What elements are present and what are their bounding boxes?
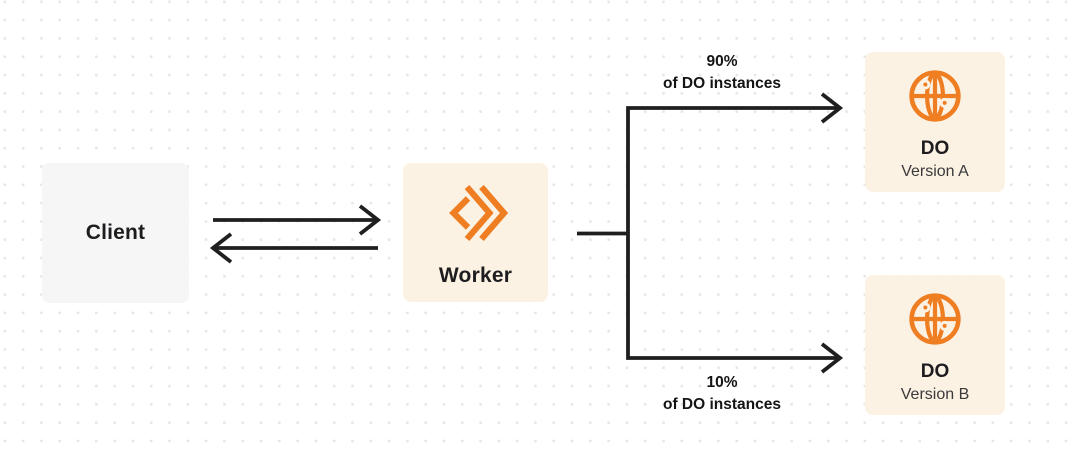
do-b-title: DO — [920, 360, 950, 382]
worker-node: Worker — [403, 163, 548, 302]
globe-icon — [909, 292, 961, 345]
do-b-subtitle: Version B — [900, 385, 970, 403]
split-10-percent-caption: of DO instances — [663, 396, 781, 413]
split-10-percent-value: 10% — [706, 374, 738, 391]
do-version-b-node: DO Version B — [865, 275, 1005, 415]
split-label-10-percent: 10% of DO instances — [602, 372, 842, 416]
do-a-title: DO — [920, 137, 950, 159]
globe-icon — [909, 69, 961, 122]
do-a-subtitle: Version A — [901, 162, 969, 180]
split-90-percent-value: 90% — [706, 53, 738, 70]
do-version-a-node: DO Version A — [865, 52, 1005, 192]
worker-code-chevrons-icon — [448, 184, 508, 242]
traffic-split-connector — [577, 92, 844, 374]
response-arrow-left-icon — [209, 232, 378, 264]
split-90-percent-caption: of DO instances — [663, 75, 781, 92]
worker-label: Worker — [438, 264, 513, 287]
client-node: Client — [42, 163, 189, 303]
request-arrow-right-icon — [213, 204, 382, 236]
client-label: Client — [85, 221, 146, 244]
split-label-90-percent: 90% of DO instances — [602, 51, 842, 95]
